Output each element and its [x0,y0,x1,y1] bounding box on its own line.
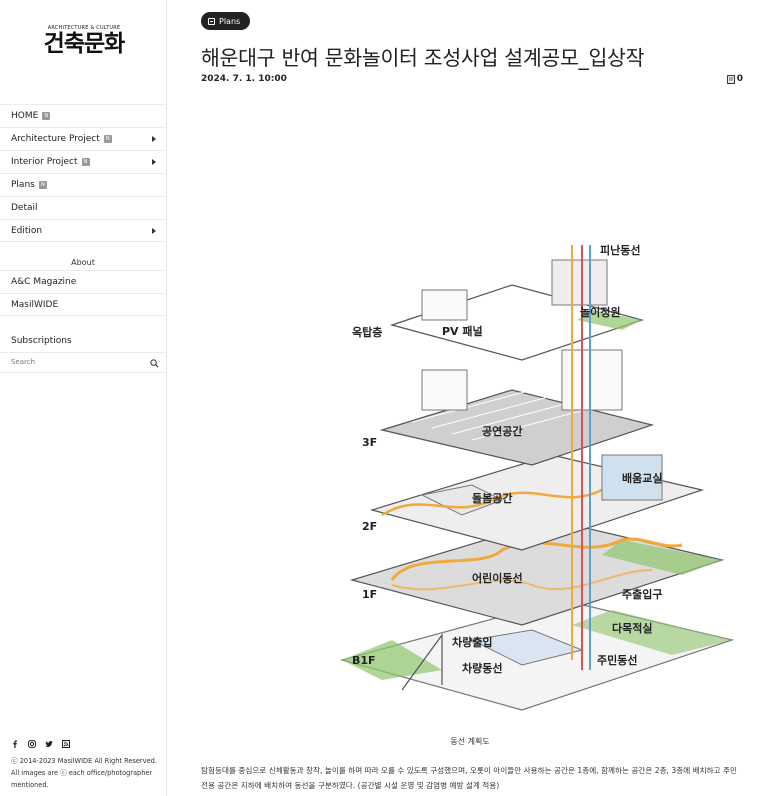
kids-route-line [390,537,683,581]
logo-title: 건축문화 [43,31,126,57]
caret-right-icon[interactable] [152,136,156,142]
search-input[interactable] [11,358,141,366]
nav-item-label: A&C Magazine [11,277,77,287]
label-pv: PV 패널 [442,324,483,338]
about-nav: A&C Magazine MasilWIDE [0,270,166,316]
car-route-line [401,633,443,691]
subscriptions-link[interactable]: Subscriptions [11,336,72,346]
label-2f: 2F [362,520,377,533]
label-kids: 어린이동선 [472,571,523,585]
search-bar [0,352,166,373]
nav-item-label: Interior Project [11,157,78,167]
3f-box [421,369,468,411]
play-garden-green [577,310,642,330]
facebook-icon[interactable] [11,740,19,748]
figure-caption: 동선 계획도 [450,737,490,746]
label-class: 배움교실 [622,471,662,485]
image-credit-text: All images are ⓒ each office/photographe… [11,769,153,789]
label-evacuation: 피난동선 [600,243,640,257]
post-content: Plans 해운대구 반여 문화놀이터 조성사업 설계공모_입상작 2024. … [167,0,773,796]
post-date: 2024. 7. 1. 10:00 [201,74,287,84]
b1f-green-right [572,610,732,655]
kids-route-line-2 [391,569,653,591]
new-badge: N [81,158,90,166]
category-pill[interactable]: Plans [201,12,251,30]
copyright-text: ⓒ 2014-2023 MasilWIDE All Right Reserved… [11,757,157,765]
nav-item-label: MasilWIDE [11,299,59,310]
label-1f: 1F [362,588,377,601]
1f-green [602,540,722,575]
label-entrance: 주출입구 [622,587,662,601]
nav-item-detail[interactable]: Detail [0,196,166,219]
label-b1f: B1F [352,654,376,667]
post-body: 탐험등대를 중심으로 신체활동과 창작, 놀이를 하며 따라 오를 수 있도록 … [201,766,737,790]
new-badge: N [42,112,51,120]
label-stage: 공연공간 [482,424,522,438]
rooftop-box [421,289,468,321]
twitter-icon[interactable] [45,740,53,748]
label-rooftop: 옥탑층 [352,325,382,339]
nav-item-label: Detail [11,203,38,213]
nav-item-edition[interactable]: Edition [0,219,166,242]
nav-item-label: HOME [11,111,39,121]
label-garden: 놀이정원 [580,305,620,319]
new-badge: N [103,135,112,143]
comment-count-value: 0 [736,74,743,84]
new-badge: N [38,181,47,189]
2f-route-line [381,488,603,517]
circulation-diagram: 피난동선 옥탑층 PV 패널 놀이정원 3F 공연공간 배움교실 2F 돌봄공간… [339,243,735,711]
label-resident: 주민동선 [597,653,637,667]
about-heading: About [71,258,95,267]
label-multi: 다목적실 [612,621,652,635]
comment-icon [726,74,735,84]
footer: ⓒ 2014-2023 MasilWIDE All Right Reserved… [11,755,161,791]
rss-icon[interactable] [62,740,70,748]
nav-item-masilwide[interactable]: MasilWIDE [0,293,166,316]
2f-stairs [420,484,504,516]
search-icon[interactable] [150,359,159,368]
category-label: Plans [219,16,241,26]
post-title: 해운대구 반여 문화놀이터 조성사업 설계공모_입상작 [201,46,645,70]
logo-tagline: ARCHITECTURE & CULTURE [47,25,121,31]
label-care: 돌봄공간 [472,491,512,505]
caret-right-icon[interactable] [152,228,156,234]
classroom-box [601,454,663,501]
nav-item-ac-magazine[interactable]: A&C Magazine [0,270,166,293]
social-links [11,740,70,748]
nav-item-label: Architecture Project [11,134,100,144]
nav-item-label: Plans [11,180,35,190]
label-car: 차량동선 [462,661,502,675]
label-3f: 3F [362,436,377,449]
instagram-icon[interactable] [28,740,36,748]
label-car-in: 차량출입 [452,635,492,649]
site-logo[interactable]: ARCHITECTURE & CULTURE 건축문화 [38,25,130,56]
category-icon [208,17,215,25]
nav-item-label: Edition [11,225,43,236]
rooftop-tower [551,259,608,306]
comment-count[interactable]: 0 [726,74,743,84]
caret-right-icon[interactable] [152,159,156,165]
